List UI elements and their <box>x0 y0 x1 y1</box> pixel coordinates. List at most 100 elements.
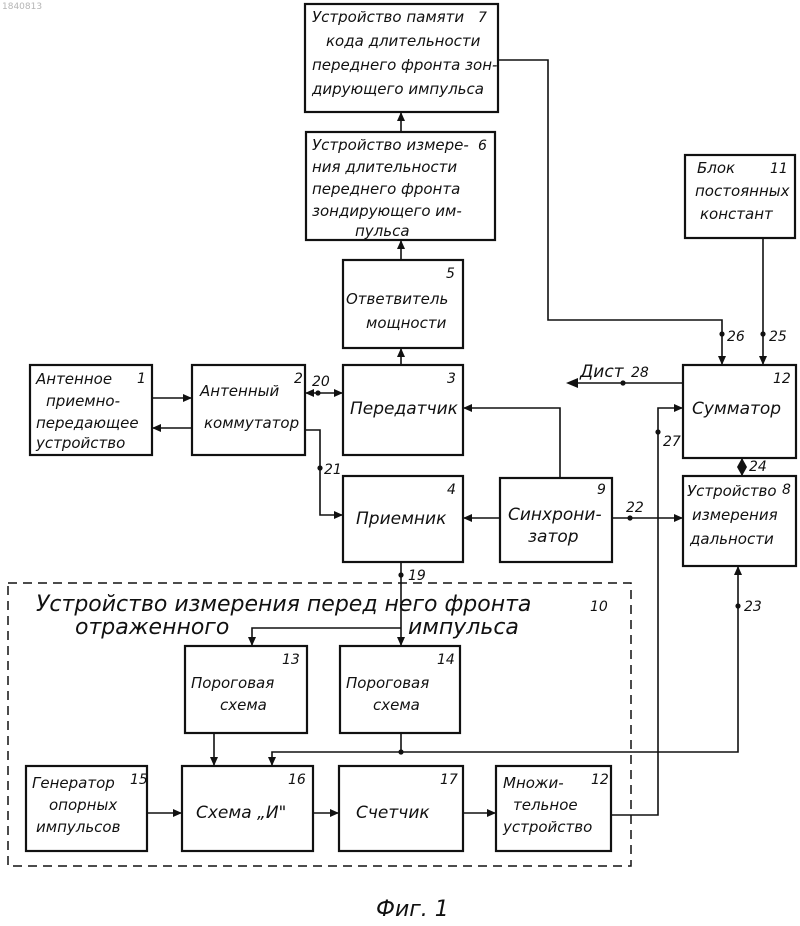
arrow-into-12-from-18 <box>674 404 683 412</box>
arrow-into-6 <box>397 240 405 249</box>
group-10-title-line2a: отраженного <box>75 615 229 640</box>
svg-text:Пороговая: Пороговая <box>346 674 429 692</box>
svg-text:12: 12 <box>591 772 609 788</box>
arrow-into-12-from-7 <box>718 356 726 365</box>
block-2-antenna-switch: 2 Антенный коммутатор <box>192 365 305 455</box>
arrow-into-4-from-9 <box>463 514 472 522</box>
svg-text:6: 6 <box>478 138 487 154</box>
svg-text:устройство: устройство <box>502 818 592 836</box>
arrow-into-5 <box>397 348 405 357</box>
svg-text:15: 15 <box>130 772 148 788</box>
dot-26 <box>719 331 724 336</box>
svg-text:Ответвитель: Ответвитель <box>346 290 448 308</box>
svg-text:приемно-: приемно- <box>46 392 120 410</box>
svg-text:импульсов: импульсов <box>36 818 121 836</box>
block-3-transmitter: 3 Передатчик <box>343 365 463 455</box>
arrow-into-16-from-14 <box>268 757 276 766</box>
arrow-into-17 <box>330 809 339 817</box>
block-7-memory-device: 7 Устройство памяти кода длительности пе… <box>305 4 498 112</box>
figure-caption: Фиг. 1 <box>376 897 449 922</box>
group-10-title-line1: Устройство измерения перед него фронта <box>36 592 531 617</box>
svg-text:12: 12 <box>773 371 791 387</box>
svg-text:постоянных: постоянных <box>695 182 790 200</box>
conn-19: 19 <box>408 568 426 584</box>
svg-text:Блок: Блок <box>697 159 735 177</box>
conn-28: 28 <box>631 365 649 381</box>
svg-text:Синхрони-: Синхрони- <box>508 505 602 525</box>
arrow-into-2-from-3 <box>305 389 314 397</box>
svg-text:зондирующего им-: зондирующего им- <box>312 202 462 220</box>
svg-text:устройство: устройство <box>35 434 125 452</box>
arrow-into-13 <box>248 637 256 646</box>
dot-19 <box>398 572 403 577</box>
conn-25: 25 <box>769 329 787 345</box>
svg-text:констант: констант <box>700 205 774 223</box>
svg-text:Приемник: Приемник <box>356 509 447 529</box>
svg-text:дирующего импульса: дирующего импульса <box>311 80 484 98</box>
svg-text:4: 4 <box>447 482 456 498</box>
arrow-into-16-from-15 <box>173 809 182 817</box>
svg-text:13: 13 <box>282 652 300 668</box>
dot-27 <box>655 429 660 434</box>
conn-23: 23 <box>744 599 762 615</box>
svg-text:переднего фронта: переднего фронта <box>312 180 460 198</box>
arrow-into-8-from-12 <box>737 467 747 476</box>
block-8-range-meter: 8 Устройство измерения дальности <box>683 476 796 566</box>
dot-25 <box>760 331 765 336</box>
conn-26: 26 <box>727 329 745 345</box>
arrow-into-7 <box>397 112 405 121</box>
svg-text:схема: схема <box>373 696 420 714</box>
svg-text:кода длительности: кода длительности <box>326 32 481 50</box>
arrow-into-8-from-14 <box>734 566 742 575</box>
svg-text:5: 5 <box>446 266 455 282</box>
dot-20 <box>315 390 320 395</box>
watermark-text: 1840813 <box>2 2 42 12</box>
block-4-receiver: 4 Приемник <box>343 476 463 562</box>
svg-text:1: 1 <box>137 371 146 387</box>
svg-text:дальности: дальности <box>689 530 774 548</box>
block-13-threshold-circuit: 13 Пороговая схема <box>185 646 307 733</box>
svg-text:Антенное: Антенное <box>35 370 112 388</box>
svg-text:ния длительности: ния длительности <box>312 158 457 176</box>
svg-text:тельное: тельное <box>513 796 578 814</box>
svg-text:2: 2 <box>294 371 303 387</box>
block-14-threshold-circuit: 14 Пороговая схема <box>340 646 460 733</box>
conn-27: 27 <box>663 434 681 450</box>
dot-node <box>398 749 403 754</box>
dot-21 <box>317 465 322 470</box>
svg-text:Устройство измере-: Устройство измере- <box>312 136 469 154</box>
svg-text:Пороговая: Пороговая <box>191 674 274 692</box>
svg-text:Устройство памяти: Устройство памяти <box>312 8 464 26</box>
arrow-into-4-from-2 <box>334 511 343 519</box>
svg-text:Устройство: Устройство <box>687 482 777 500</box>
wire-9-3 <box>463 408 560 478</box>
svg-text:переднего фронта зон-: переднего фронта зон- <box>312 56 497 74</box>
wire-branch-13 <box>252 628 401 646</box>
arrow-into-3-from-9 <box>463 404 472 412</box>
svg-text:затор: затор <box>528 527 579 547</box>
arrow-into-12-from-11 <box>759 356 767 365</box>
svg-text:16: 16 <box>288 772 306 788</box>
dot-23 <box>735 603 740 608</box>
svg-text:8: 8 <box>782 482 791 498</box>
block-11-constants-unit: 11 Блок постоянных констант <box>685 155 795 238</box>
block-17-counter: 17 Счетчик <box>339 766 463 851</box>
svg-text:мощности: мощности <box>366 314 447 332</box>
svg-text:14: 14 <box>437 652 455 668</box>
block-5-power-coupler: 5 Ответвитель мощности <box>343 260 463 348</box>
conn-21: 21 <box>324 462 342 478</box>
svg-text:7: 7 <box>478 10 487 26</box>
wire-7-12 <box>498 60 722 365</box>
svg-text:17: 17 <box>440 772 458 788</box>
svg-text:Сумматор: Сумматор <box>692 399 781 419</box>
svg-text:Генератор: Генератор <box>32 774 115 792</box>
dot-22 <box>627 515 632 520</box>
svg-text:Схема „И": Схема „И" <box>196 803 286 823</box>
arrow-into-16-from-13 <box>210 757 218 766</box>
block-1-antenna-unit: 1 Антенное приемно- передающее устройств… <box>30 365 152 455</box>
block-16-and-gate: 16 Схема „И" <box>182 766 313 851</box>
conn-24: 24 <box>749 459 767 475</box>
arrow-into-8-from-9 <box>674 514 683 522</box>
arrow-into-3 <box>334 389 343 397</box>
